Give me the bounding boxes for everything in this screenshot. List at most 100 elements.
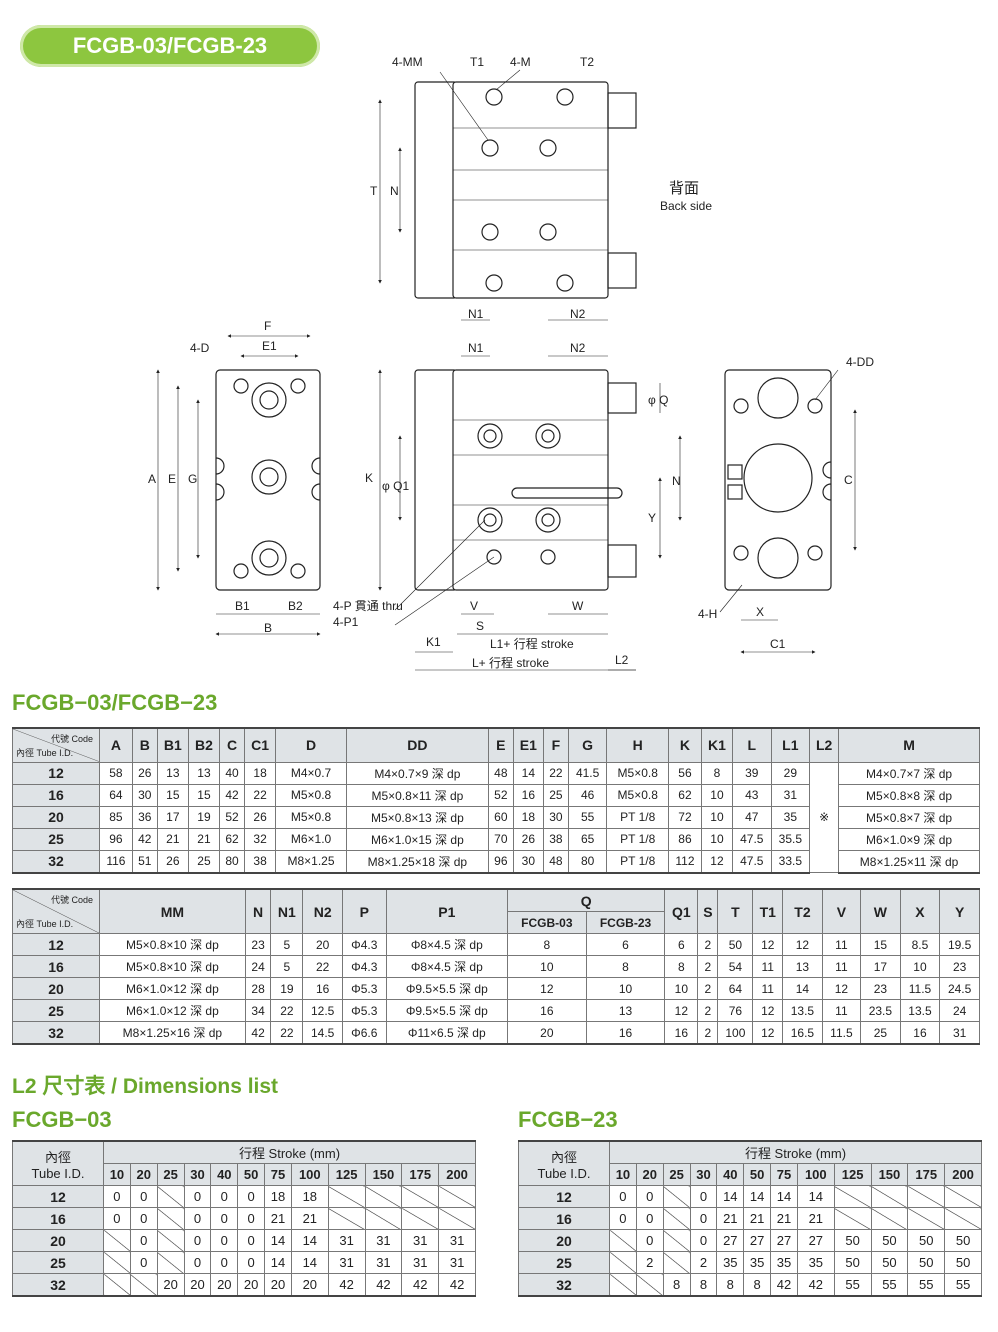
table-cell: 43: [732, 783, 772, 807]
table-cell: 11.5: [821, 1021, 862, 1045]
table-cell: 25: [187, 849, 221, 874]
table-cell: M4×0.7×9 深 dp: [345, 761, 489, 785]
table-cell: 11: [821, 955, 862, 978]
table-cell: PT 1/8: [606, 827, 670, 851]
not-available-cell: [833, 1185, 872, 1208]
table-cell: M5×0.8×11 深 dp: [345, 783, 489, 807]
table-cell: 0: [183, 1251, 212, 1274]
table-cell: 13: [187, 761, 221, 785]
table-cell: 2: [697, 999, 719, 1022]
back-body: [452, 81, 609, 299]
l2-table-03-title: FCGB−03: [12, 1107, 112, 1132]
table-cell: 24: [939, 999, 980, 1022]
label-k1: K1: [426, 635, 441, 649]
label-4mm: 4-MM: [392, 55, 423, 69]
stroke-col-header: 175: [401, 1163, 440, 1186]
table-cell: 8: [700, 761, 734, 785]
table-cell: 21: [770, 1207, 798, 1230]
table-cell: 32: [243, 827, 277, 851]
not-available-cell: [662, 1229, 691, 1252]
table-cell: 20: [156, 1273, 185, 1297]
table-cell: 14: [770, 1185, 798, 1208]
col-header-f: F: [542, 727, 569, 763]
col-header-b2: B2: [187, 727, 221, 763]
table-cell: 62: [668, 783, 702, 807]
table-cell: 38: [243, 849, 277, 874]
table-cell: 55: [567, 805, 608, 829]
col-header-l1: L1: [770, 727, 811, 763]
col-header-p: P: [341, 888, 387, 934]
table-cell: 50: [833, 1229, 872, 1252]
table-cell: 31: [939, 1021, 980, 1045]
table-cell: Φ4.3: [341, 955, 387, 978]
label-l2: L2: [615, 653, 629, 667]
table-cell: 50: [870, 1229, 909, 1252]
table-cell: M5×0.8×10 深 dp: [99, 955, 246, 978]
table-cell: 10: [664, 977, 699, 1000]
col-header-e1: E1: [512, 727, 544, 763]
table-cell: 85: [99, 805, 133, 829]
table-cell: 14: [512, 761, 544, 785]
table-cell: 55: [907, 1273, 946, 1297]
table-cell: 16: [899, 1021, 941, 1045]
tube-id-en: Tube I.D.: [31, 1165, 85, 1181]
table-cell: 64: [99, 783, 133, 807]
label-g: G: [188, 472, 197, 486]
table-cell: 28: [244, 977, 272, 1000]
tube-id-en: Tube I.D.: [537, 1165, 591, 1181]
end-plate: [724, 369, 832, 591]
table-cell: 14: [782, 977, 823, 1000]
stroke-col-header: 40: [716, 1163, 745, 1186]
side-plate: [414, 369, 458, 591]
table-cell: 64: [717, 977, 754, 1000]
col-header-h: H: [606, 727, 670, 763]
table-cell: 51: [131, 849, 158, 874]
table-cell: 0: [635, 1185, 664, 1208]
table-cell: 26: [131, 761, 158, 785]
table-cell: 2: [697, 977, 719, 1000]
table-cell: 2: [697, 1021, 719, 1045]
table-cell: 8: [507, 933, 587, 956]
table-cell: 112: [668, 849, 702, 874]
not-available-cell: [662, 1185, 691, 1208]
table-cell: 31: [364, 1229, 403, 1252]
table-cell: 52: [487, 783, 514, 807]
table-cell: 22: [542, 761, 569, 785]
col-header-mm: MM: [99, 888, 246, 934]
table-cell: 31: [327, 1251, 366, 1274]
table-cell: 19: [270, 977, 304, 1000]
label-phi-q1: φ Q1: [382, 479, 409, 493]
stroke-col-header: 30: [183, 1163, 212, 1186]
table-cell: 60: [487, 805, 514, 829]
table-cell: 54: [717, 955, 754, 978]
table-cell: 42: [770, 1273, 798, 1297]
label-b2: B2: [288, 599, 303, 613]
table-cell: 35: [743, 1251, 772, 1274]
not-available-cell: [944, 1185, 982, 1208]
col-header-k: K: [668, 727, 702, 763]
label-n2-back: N2: [570, 307, 586, 321]
table-cell: 14.5: [302, 1021, 343, 1045]
table-cell: 16: [512, 783, 544, 807]
table-cell: 50: [870, 1251, 909, 1274]
table-cell: 15: [187, 783, 221, 807]
table-cell: 2: [689, 1251, 718, 1274]
table-cell: 12.5: [302, 999, 343, 1022]
table-cell: 14: [716, 1185, 745, 1208]
table-cell: 21: [290, 1207, 329, 1230]
not-available-cell: [870, 1207, 909, 1230]
table-cell: 55: [944, 1273, 982, 1297]
table-cell: 13: [156, 761, 189, 785]
not-available-cell: [327, 1207, 366, 1230]
not-available-cell: [103, 1251, 131, 1274]
front-plate: [215, 369, 321, 591]
row-id: 16: [518, 1207, 610, 1230]
